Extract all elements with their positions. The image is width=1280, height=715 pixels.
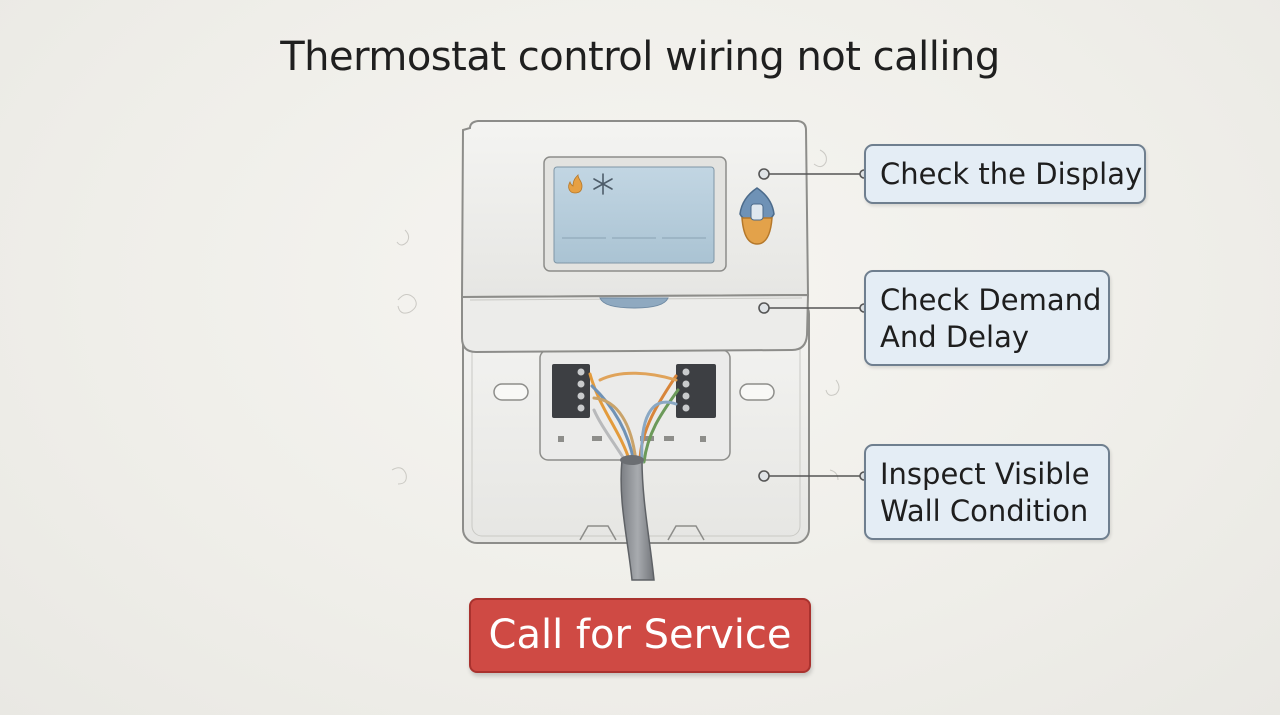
callout-line: Inspect Visible [880, 457, 1090, 491]
callout-check-display: Check the Display [864, 144, 1146, 204]
adjust-buttons [739, 187, 775, 245]
flame-icon [568, 174, 583, 194]
callout-inspect-wall: Inspect Visible Wall Condition [864, 444, 1110, 540]
snowflake-icon [593, 173, 613, 195]
callout-check-demand: Check Demand And Delay [864, 270, 1110, 366]
callout-line: Check the Display [880, 157, 1143, 191]
callout-line: Check Demand [880, 283, 1102, 317]
callout-line: Wall Condition [880, 494, 1089, 528]
page-title: Thermostat control wiring not calling [280, 34, 1000, 80]
callout-line: And Delay [880, 320, 1030, 354]
wiring-bay [539, 349, 731, 581]
call-for-service-button[interactable]: Call for Service [469, 598, 811, 673]
wall-scribbles [391, 149, 840, 485]
display-screen [543, 156, 727, 272]
